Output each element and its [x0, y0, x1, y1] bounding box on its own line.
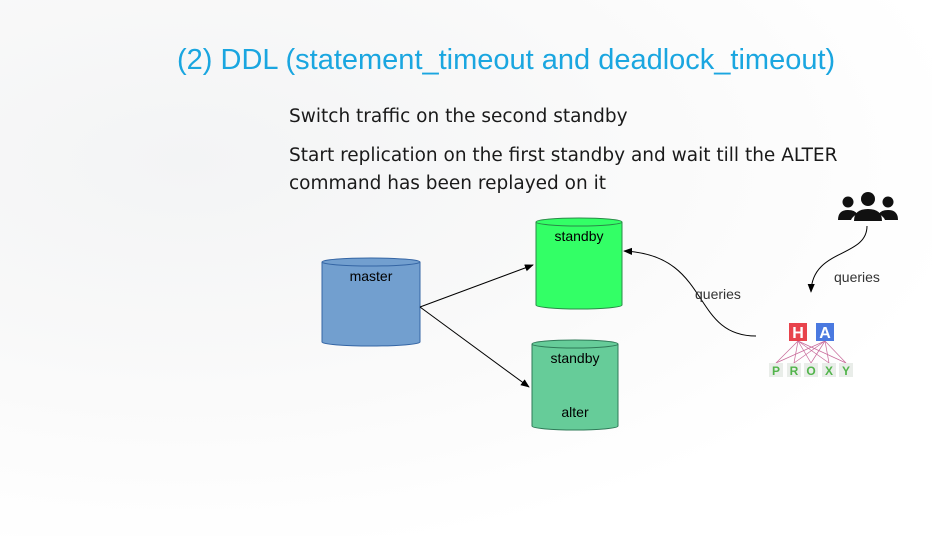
- slide-title: (2) DDL (statement_timeout and deadlock_…: [177, 44, 836, 76]
- queries-arrow-users-to-proxy: [807, 225, 868, 293]
- standby1-database: standby: [535, 217, 623, 310]
- proxy-box-r: [787, 363, 801, 377]
- proxy-box-x: [822, 363, 836, 377]
- haproxy-a-letter: A: [819, 325, 831, 342]
- standby1-label: standby: [554, 228, 603, 244]
- bullet-switch-traffic: Switch traffic on the second standby: [289, 106, 628, 127]
- proxy-box-y: [839, 363, 853, 377]
- master-label: master: [350, 268, 393, 284]
- queries-label-users: queries: [834, 269, 880, 285]
- standby2-database: standby alter: [531, 339, 619, 431]
- proxy-letter-x: X: [825, 364, 833, 378]
- haproxy-connector-lines: [775, 340, 847, 364]
- proxy-box-p: [769, 363, 783, 377]
- bullet-start-replication: Start replication on the first standby a…: [289, 145, 838, 194]
- proxy-letter-r: R: [790, 364, 799, 378]
- queries-arrow-proxy-to-standby1: [623, 247, 757, 337]
- haproxy-h-box: [789, 323, 807, 341]
- proxy-letter-o: O: [806, 364, 815, 378]
- haproxy-h-letter: H: [792, 325, 804, 342]
- proxy-box-o: [804, 363, 818, 377]
- users-icon: [838, 192, 898, 221]
- proxy-letter-y: Y: [842, 364, 850, 378]
- haproxy-logo: H A P R O X Y: [769, 323, 853, 378]
- standby2-alter-label: alter: [561, 404, 589, 420]
- haproxy-a-box: [816, 323, 834, 341]
- master-database: master: [321, 257, 421, 347]
- queries-label-proxy: queries: [695, 286, 741, 302]
- replication-arrow-standby1: [419, 264, 534, 308]
- replication-arrow-standby2: [419, 306, 530, 388]
- standby2-label: standby: [550, 350, 599, 366]
- proxy-letter-p: P: [772, 364, 780, 378]
